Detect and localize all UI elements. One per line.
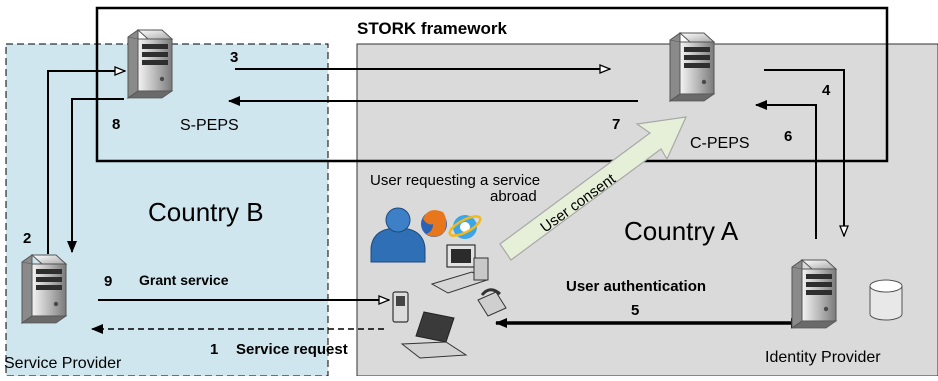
desktop-computer-icon xyxy=(430,244,489,294)
telephone-icon xyxy=(477,288,507,317)
identity-provider-server-icon xyxy=(791,259,837,329)
stork-framework-boundary xyxy=(95,6,889,163)
step-6-number: 6 xyxy=(784,128,792,145)
s-peps-label: S-PEPS xyxy=(180,117,239,134)
step-7-number: 7 xyxy=(612,116,620,133)
identity-provider-label: Identity Provider xyxy=(765,349,881,366)
step-9-label: Grant service xyxy=(139,272,229,288)
step-8-number: 8 xyxy=(112,116,120,133)
arrow-step-2 xyxy=(47,71,125,254)
user-consent-arrow xyxy=(499,116,687,261)
step-2-number: 2 xyxy=(23,230,31,247)
laptop-icon xyxy=(400,311,468,359)
country-a-label: Country A xyxy=(624,216,739,246)
arrow-step-6 xyxy=(755,100,817,239)
c-peps-label: C-PEPS xyxy=(690,135,750,152)
step-9-number: 9 xyxy=(104,273,112,290)
firefox-icon xyxy=(421,210,447,237)
s-peps-server-icon xyxy=(127,29,173,99)
database-icon xyxy=(869,279,903,321)
arrow-step-8 xyxy=(67,98,124,253)
step-1-number: 1 xyxy=(210,341,218,358)
user-label-line-2: abroad xyxy=(490,188,537,205)
stork-framework-title: STORK framework xyxy=(357,19,507,38)
service-provider-label: Service Provider xyxy=(4,355,122,372)
step-4-number: 4 xyxy=(822,82,831,99)
step-3-number: 3 xyxy=(230,49,238,66)
step-5-number: 5 xyxy=(631,302,639,319)
service-provider-server-icon xyxy=(21,254,67,324)
c-peps-server-icon xyxy=(669,32,715,102)
step-1-label: Service request xyxy=(236,341,348,358)
internet-explorer-icon xyxy=(448,215,482,239)
user-label-line-1: User requesting a service xyxy=(370,172,540,189)
user-icon xyxy=(370,207,426,263)
step-5-label: User authentication xyxy=(566,278,706,295)
country-b-label: Country B xyxy=(148,197,264,227)
arrow-step-4 xyxy=(764,69,844,236)
mobile-phone-icon xyxy=(392,291,409,323)
